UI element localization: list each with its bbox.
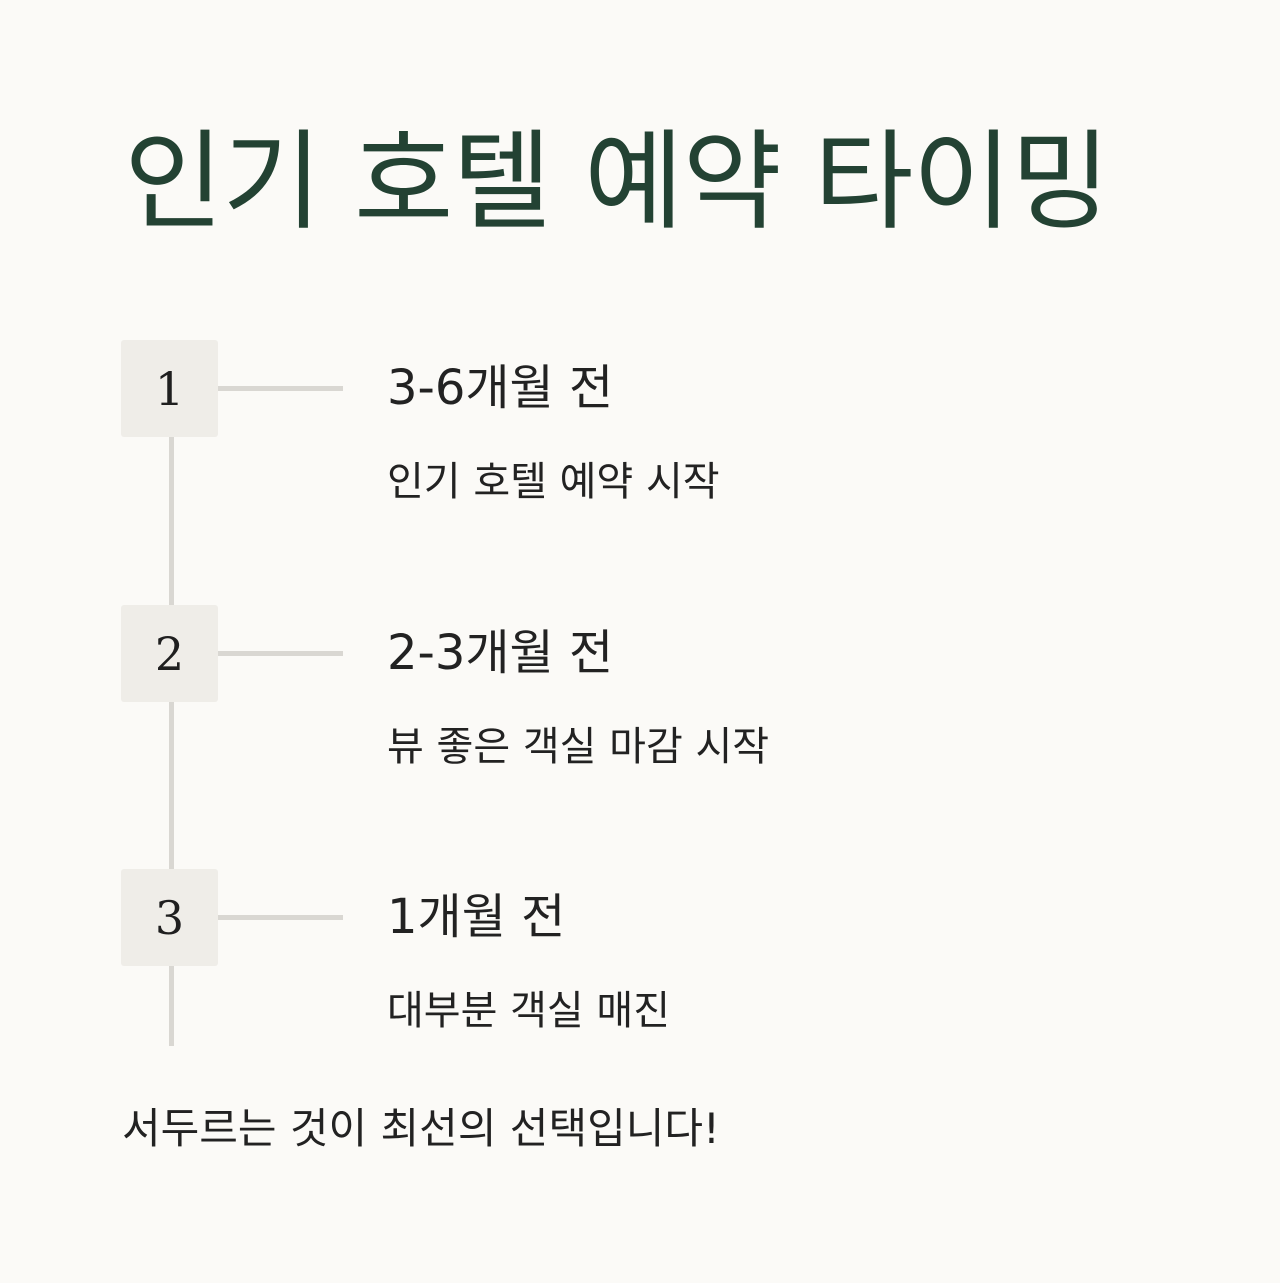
step-description: 인기 호텔 예약 시작 — [387, 459, 720, 505]
step-number-box: 3 — [121, 869, 218, 966]
step-description: 뷰 좋은 객실 마감 시작 — [387, 724, 770, 770]
timeline-step-1: 1 3-6개월 전 인기 호텔 예약 시작 — [0, 340, 1280, 540]
step-connector — [218, 386, 343, 391]
step-description: 대부분 객실 매진 — [387, 988, 671, 1034]
timeline-step-3: 3 1개월 전 대부분 객실 매진 — [0, 869, 1280, 1069]
conclusion-text: 서두르는 것이 최선의 선택입니다! — [122, 1104, 720, 1153]
timeline-line — [169, 388, 174, 1046]
step-connector — [218, 915, 343, 920]
step-number-box: 1 — [121, 340, 218, 437]
timeline-step-2: 2 2-3개월 전 뷰 좋은 객실 마감 시작 — [0, 605, 1280, 805]
step-heading: 1개월 전 — [387, 889, 566, 945]
page-title: 인기 호텔 예약 타이밍 — [124, 120, 1110, 245]
step-number-box: 2 — [121, 605, 218, 702]
step-heading: 3-6개월 전 — [387, 360, 614, 416]
step-connector — [218, 651, 343, 656]
step-heading: 2-3개월 전 — [387, 625, 614, 681]
